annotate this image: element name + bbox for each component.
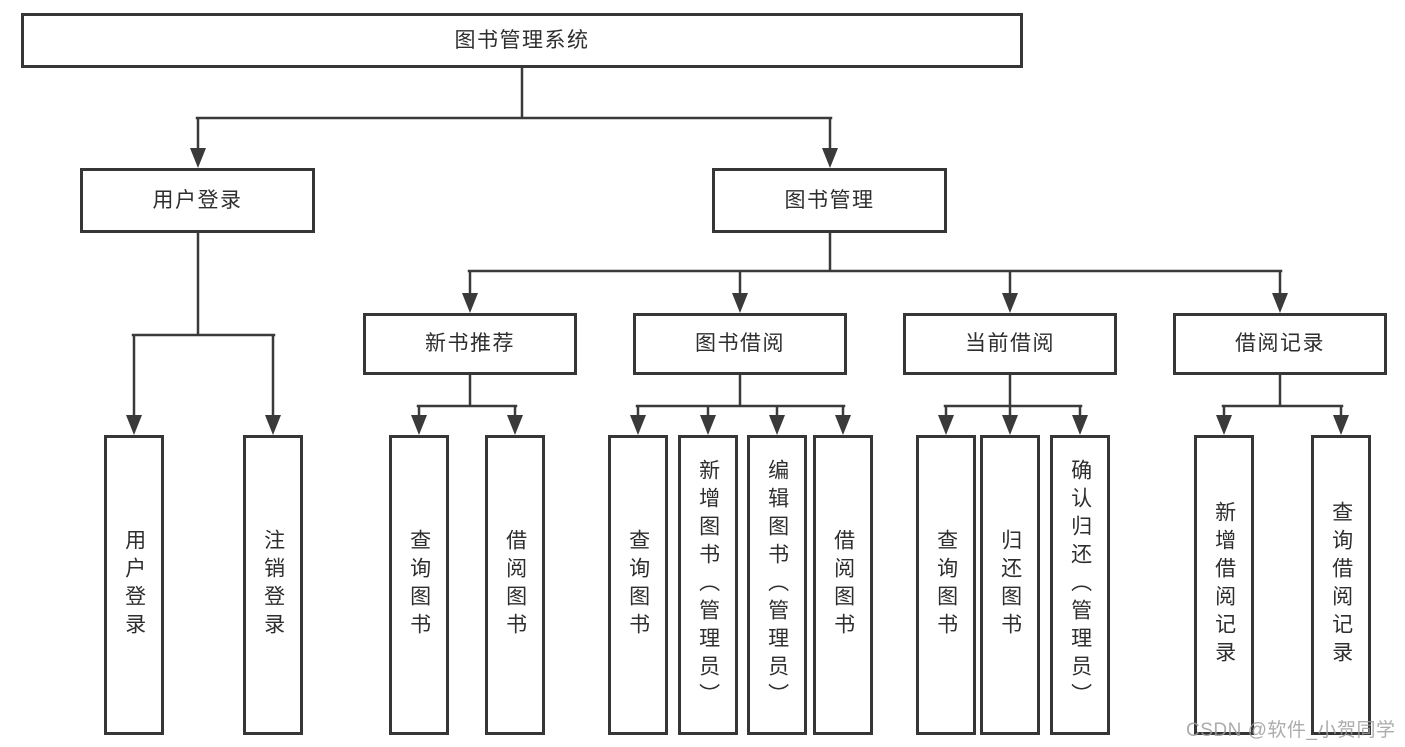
node-new-book-recommendation: 新书推荐 [363, 313, 577, 375]
node-leaf-user-login: 用户登录 [104, 435, 164, 735]
node-leaf-borrow-books-recommend: 借阅图书 [485, 435, 545, 735]
node-user-login-group: 用户登录 [80, 168, 315, 233]
node-leaf-add-books-admin: 新增图书（管理员） [678, 435, 738, 735]
node-book-borrowing: 图书借阅 [633, 313, 847, 375]
node-leaf-edit-books-admin: 编辑图书（管理员） [747, 435, 807, 735]
csdn-watermark: CSDN @软件_小贺同学 [1186, 720, 1396, 741]
node-book-management: 图书管理 [712, 168, 947, 233]
node-leaf-query-books-borrowing: 查询图书 [608, 435, 668, 735]
node-leaf-add-borrow-record: 新增借阅记录 [1194, 435, 1254, 735]
node-current-borrowing: 当前借阅 [903, 313, 1117, 375]
node-leaf-query-books-current: 查询图书 [916, 435, 976, 735]
node-leaf-return-books: 归还图书 [980, 435, 1040, 735]
node-borrowing-records: 借阅记录 [1173, 313, 1387, 375]
node-leaf-query-borrow-record: 查询借阅记录 [1311, 435, 1371, 735]
node-leaf-query-books-recommend: 查询图书 [389, 435, 449, 735]
node-leaf-confirm-return-admin: 确认归还（管理员） [1050, 435, 1110, 735]
node-leaf-borrow-books: 借阅图书 [813, 435, 873, 735]
node-library-management-system: 图书管理系统 [21, 13, 1023, 68]
node-leaf-logout: 注销登录 [243, 435, 303, 735]
